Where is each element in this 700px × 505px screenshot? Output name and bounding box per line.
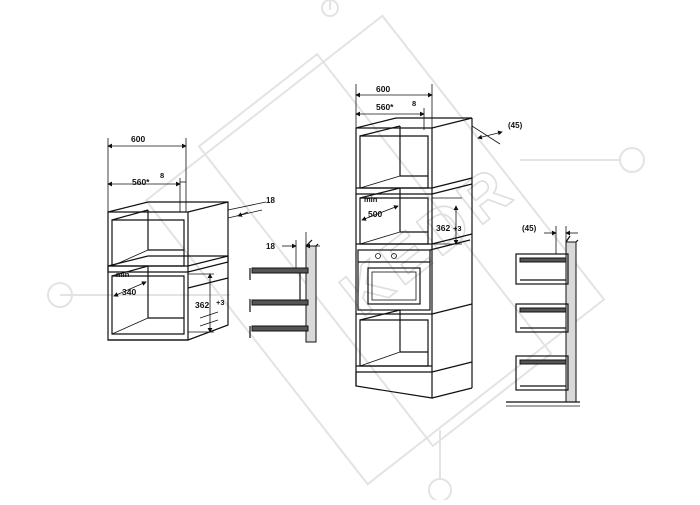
tall-cabinet-c-tolerance-label: +3 bbox=[453, 224, 462, 233]
cabinet-a-width-label: 600 bbox=[131, 134, 145, 144]
tall-cabinet-c-eight-label: 8 bbox=[412, 99, 416, 108]
tall-cabinet-c bbox=[355, 117, 473, 399]
side-view-d: (45) bbox=[506, 224, 580, 407]
cabinet-a-eight-label: 8 bbox=[160, 171, 164, 180]
tall-cabinet-c-inner-width-label: 560* bbox=[376, 102, 394, 112]
tall-cabinet-c-min-label: min bbox=[364, 195, 378, 204]
cabinet-a-inner-width-label: 560* bbox=[132, 177, 150, 187]
tall-cabinet-c-dimensions: 600 560* 8 (45) min 500 362 +3 bbox=[355, 84, 523, 245]
side-view-b: 18 bbox=[249, 232, 320, 343]
side-view-d-gap-label: (45) bbox=[522, 224, 537, 233]
tall-cabinet-c-depth-label: 500 bbox=[368, 209, 382, 219]
tall-cabinet-c-width-label: 600 bbox=[376, 84, 390, 94]
cabinet-a-depth-label: 340 bbox=[122, 287, 136, 297]
cabinet-a-side-label: 18 bbox=[266, 196, 275, 205]
tall-cabinet-c-gap-label: (45) bbox=[508, 121, 523, 130]
cabinet-a bbox=[107, 201, 229, 341]
cabinet-a-tolerance-label: +3 bbox=[216, 298, 225, 307]
cabinet-a-height-label: 362 bbox=[195, 300, 209, 310]
tall-cabinet-c-height-label: 362 bbox=[436, 223, 450, 233]
side-view-b-label: 18 bbox=[266, 242, 275, 251]
cabinet-a-min-label: min bbox=[116, 270, 130, 279]
watermark: KEDR bbox=[47, 0, 645, 502]
cabinet-a-dimensions: 600 560* 8 18 min 340 362 +3 bbox=[107, 134, 275, 333]
